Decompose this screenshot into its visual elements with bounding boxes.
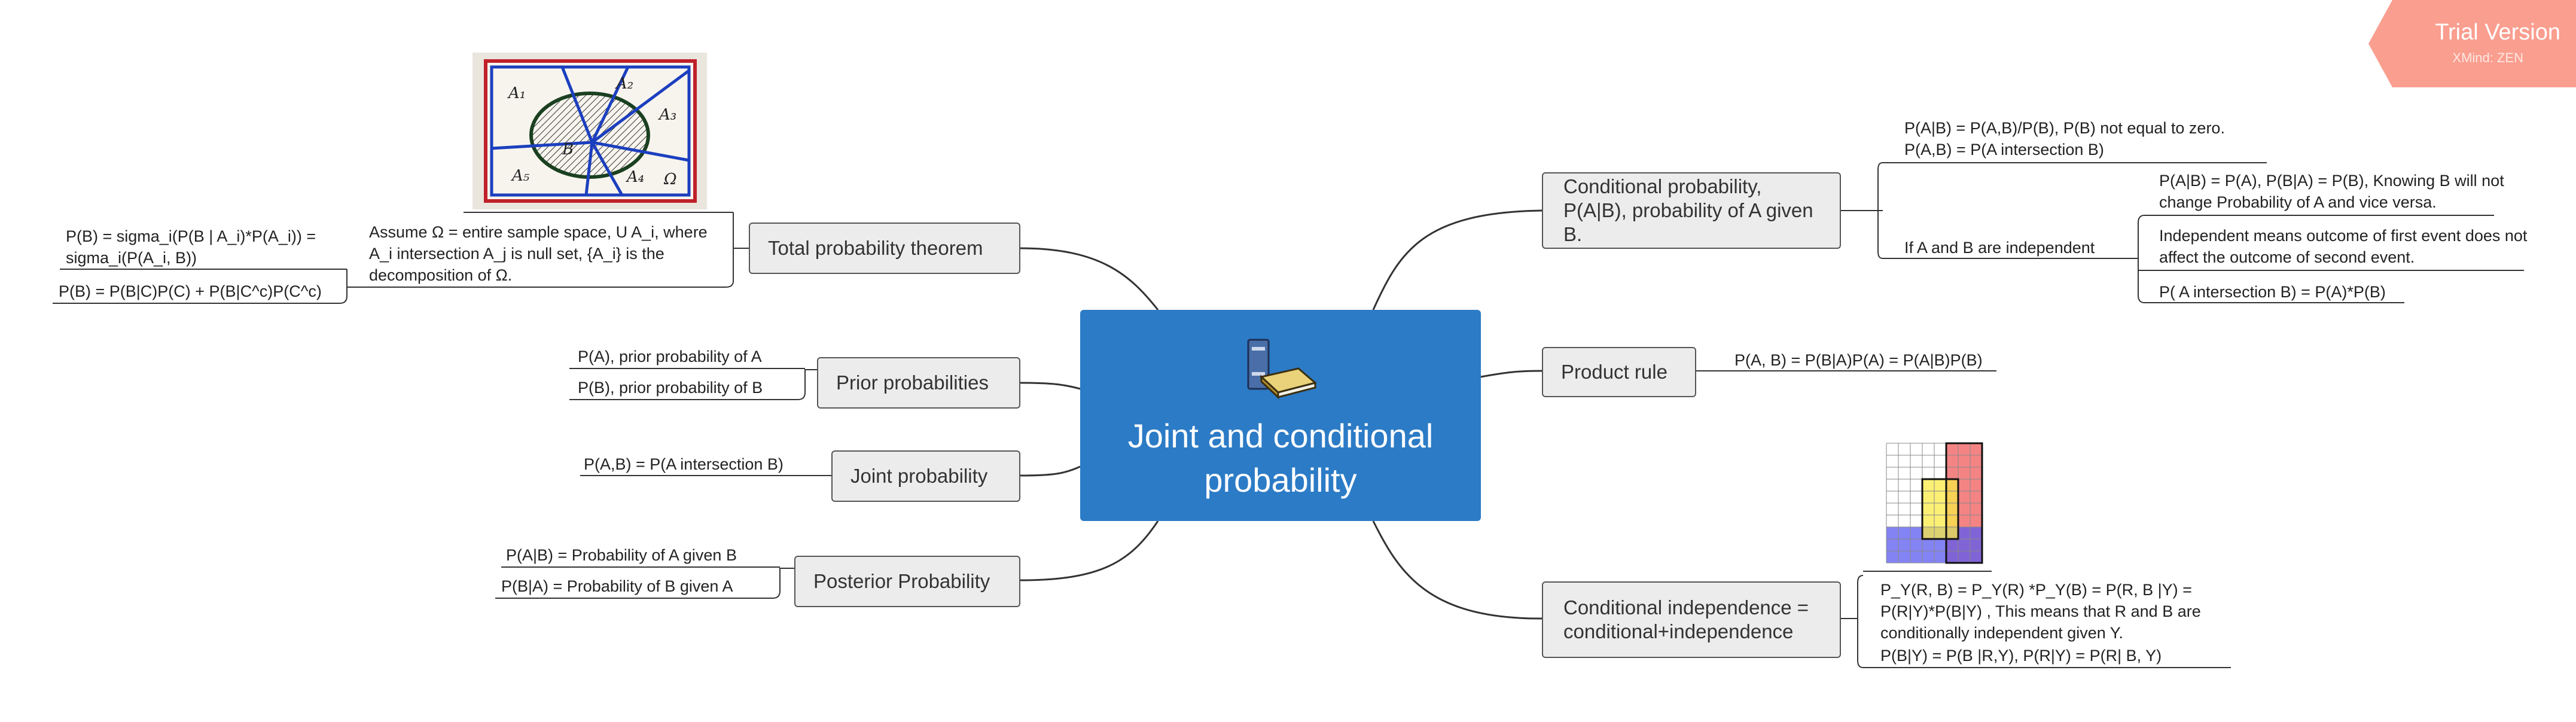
branch-line-prior: [1020, 382, 1081, 390]
conditional-independence-equalities[interactable]: P(B|Y) = P(B |R,Y), P(R|Y) = P(R| B, Y): [1880, 647, 2162, 665]
branch-line-cond-indep: [1372, 520, 1542, 620]
partition-label-omega: Ω: [663, 170, 677, 188]
central-topic[interactable]: Joint and conditional probability: [1080, 310, 1481, 521]
branch-line-product: [1480, 370, 1542, 378]
trial-subtitle: XMind: ZEN: [2452, 50, 2523, 65]
topic-total-probability[interactable]: Total probability theorem: [749, 223, 1020, 274]
partition-label-a3: A₃: [658, 106, 676, 124]
product-rule-formula[interactable]: P(A, B) = P(B|A)P(A) = P(A|B)P(B): [1734, 351, 1983, 369]
topic-conditional-probability[interactable]: Conditional probability, P(A|B), probabi…: [1542, 172, 1841, 249]
grid-outline-yellow: [1921, 478, 1959, 540]
conditional-independence-explanation[interactable]: P_Y(R, B) = P_Y(R) *P_Y(B) = P(R, B |Y) …: [1880, 581, 2201, 642]
conditional-probability-definition[interactable]: P(A|B) = P(A,B)/P(B), P(B) not equal to …: [1904, 119, 2225, 159]
prior-probability-a[interactable]: P(A), prior probability of A: [578, 348, 762, 365]
topic-posterior-probability[interactable]: Posterior Probability: [794, 556, 1020, 607]
independent-item-product[interactable]: P( A intersection B) = P(A)*P(B): [2159, 283, 2386, 301]
posterior-a-given-b[interactable]: P(A|B) = Probability of A given B: [506, 546, 737, 564]
grid-region-yellow: [1922, 479, 1958, 539]
topic-label: Prior probabilities: [836, 371, 989, 394]
partition-label-b: B: [562, 141, 574, 159]
total-probability-formula-sum[interactable]: P(B) = sigma_i(P(B | A_i)*P(A_i)) = sigm…: [66, 227, 316, 267]
topic-conditional-independence[interactable]: Conditional independence = conditional+i…: [1542, 581, 1841, 658]
topic-prior-probabilities[interactable]: Prior probabilities: [817, 357, 1020, 409]
topic-label: Product rule: [1561, 361, 1667, 383]
trial-watermark: Trial Version XMind: ZEN: [2368, 0, 2576, 87]
conditional-independence-grid-image: [1882, 441, 1986, 568]
total-probability-note[interactable]: Assume Ω = entire sample space, U A_i, w…: [369, 223, 708, 284]
trial-title: Trial Version: [2435, 20, 2560, 45]
partition-label-a1: A₁: [507, 84, 526, 102]
topic-product-rule[interactable]: Product rule: [1542, 347, 1696, 397]
prior-probability-b[interactable]: P(B), prior probability of B: [578, 379, 763, 397]
books-icon: [1247, 339, 1316, 400]
central-title: Joint and conditional probability: [1127, 417, 1434, 499]
partition-label-a4: A₄: [626, 168, 644, 186]
independent-label[interactable]: If A and B are independent: [1904, 239, 2095, 257]
partition-diagram-image: A₁ A₂ A₃ A₄ A₅ B Ω: [472, 53, 707, 209]
independent-item-equal[interactable]: P(A|B) = P(A), P(B|A) = P(B), Knowing B …: [2159, 172, 2504, 211]
posterior-b-given-a[interactable]: P(B|A) = Probability of B given A: [501, 577, 733, 595]
topic-label: Total probability theorem: [768, 237, 983, 259]
branch-line-posterior: [1020, 520, 1159, 581]
independent-item-meaning[interactable]: Independent means outcome of first event…: [2159, 227, 2528, 266]
topic-label: Conditional independence = conditional+i…: [1563, 596, 1809, 642]
topic-joint-probability[interactable]: Joint probability: [831, 450, 1020, 502]
topic-label: Conditional probability, P(A|B), probabi…: [1563, 175, 1813, 245]
partition-label-a5: A₅: [511, 167, 530, 185]
branch-line-conditional: [1372, 209, 1542, 310]
joint-probability-definition[interactable]: P(A,B) = P(A intersection B): [584, 455, 784, 473]
total-probability-formula-complement[interactable]: P(B) = P(B|C)P(C) + P(B|C^c)P(C^c): [59, 282, 322, 300]
branch-line-joint: [1020, 465, 1081, 477]
partition-label-a2: A₂: [615, 75, 633, 93]
branch-line-total: [1020, 247, 1159, 310]
grid-outline-red: [1945, 442, 1983, 564]
topic-label: Posterior Probability: [813, 570, 990, 592]
topic-label: Joint probability: [850, 465, 988, 487]
